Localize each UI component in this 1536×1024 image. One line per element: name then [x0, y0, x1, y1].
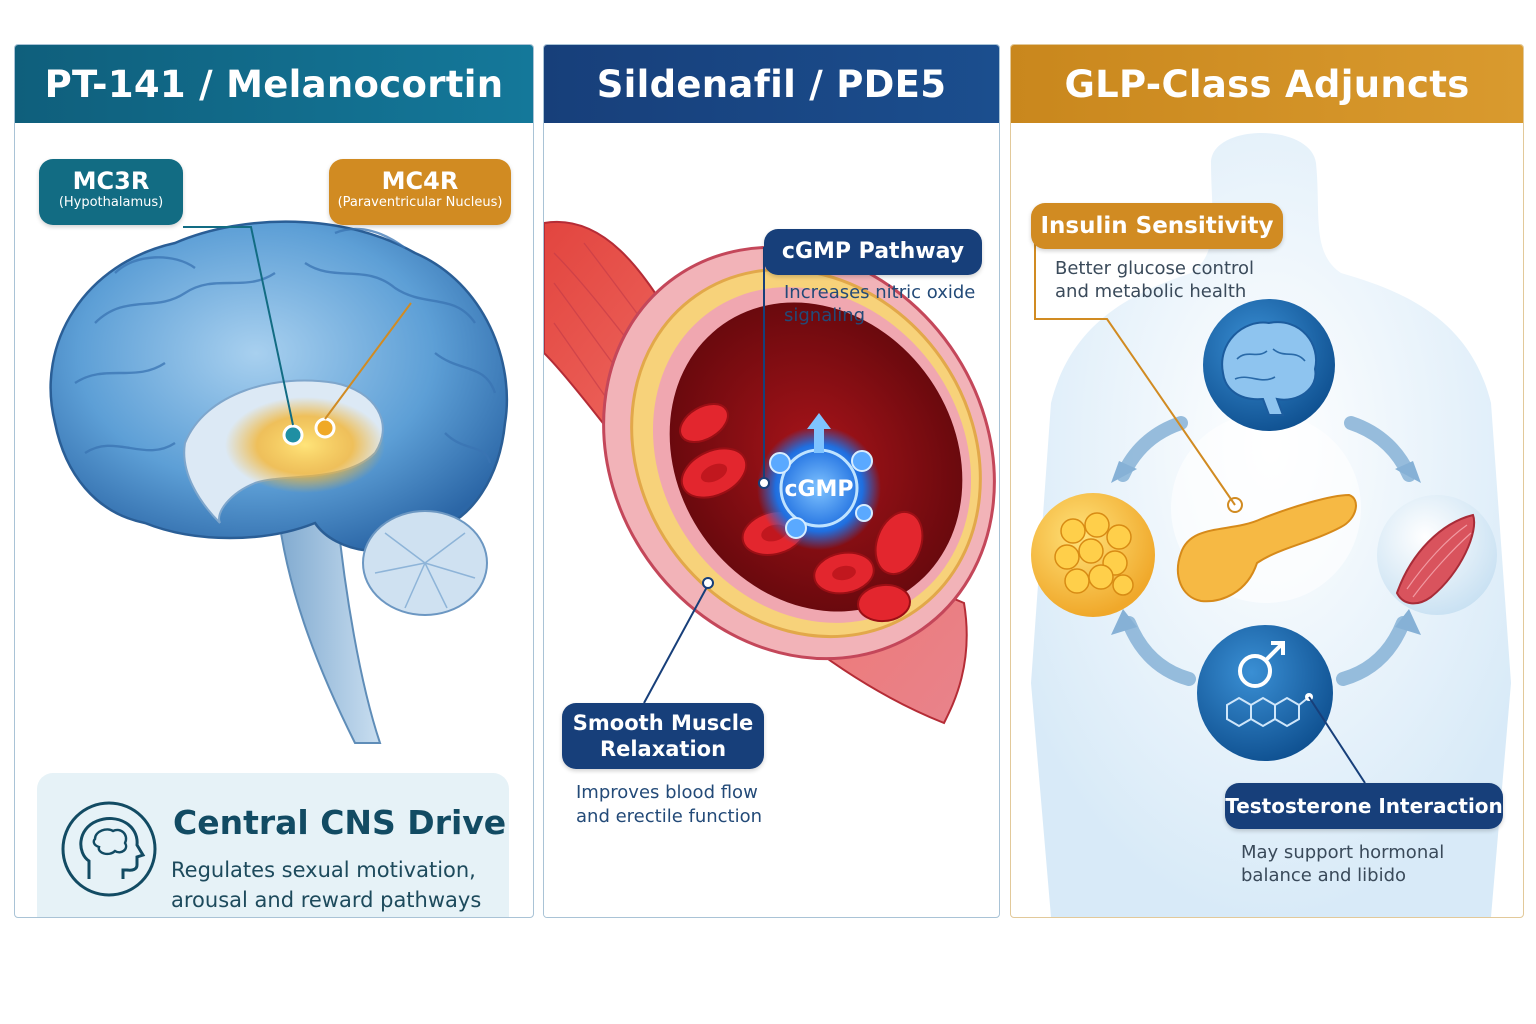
callout-label: Insulin Sensitivity — [1040, 213, 1274, 239]
card-description: Regulates sexual motivation, arousal and… — [171, 858, 482, 912]
brain-illustration — [49, 220, 509, 744]
card-title: Central CNS Drive — [173, 803, 507, 842]
panel-title: GLP-Class Adjuncts — [1011, 45, 1523, 123]
panel-body: Insulin Sensitivity Better glucose contr… — [1011, 123, 1523, 917]
callout-description: Increases nitric oxide signaling — [784, 282, 976, 326]
mc4r-callout: MC4R (Paraventricular Nucleus) — [329, 159, 511, 225]
cgmp-molecule-label: cGMP — [784, 477, 853, 502]
cgmp-pathway-callout: cGMP Pathway — [764, 229, 982, 275]
blood-vessel-illustration: cGMP — [544, 216, 996, 917]
mc3r-callout: MC3R (Hypothalamus) — [39, 159, 183, 225]
panel-melanocortin: PT-141 / Melanocortin — [14, 44, 534, 918]
male-symbol-icon — [1238, 641, 1285, 688]
smooth-muscle-callout: Smooth Muscle Relaxation — [562, 703, 764, 769]
panel-glp: GLP-Class Adjuncts — [1010, 44, 1524, 918]
callout-label: MC3R — [72, 167, 150, 195]
panel-body: cGMP cGMP Pathway Increases nitric oxide… — [544, 123, 999, 917]
testosterone-callout: Testosterone Interaction — [1225, 783, 1503, 829]
callout-sublabel: (Paraventricular Nucleus) — [337, 195, 503, 210]
callout-sublabel: (Hypothalamus) — [58, 195, 164, 210]
callout-label: Smooth Muscle Relaxation — [572, 711, 754, 761]
callout-label: Testosterone Interaction — [1225, 794, 1503, 818]
callout-description: Better glucose control and metabolic hea… — [1055, 258, 1255, 302]
panel-title: Sildenafil / PDE5 — [544, 45, 999, 123]
panel-body: MC3R (Hypothalamus) MC4R (Paraventricula… — [15, 123, 533, 917]
metabolic-cycle-illustration — [1031, 133, 1511, 917]
panel-title: PT-141 / Melanocortin — [15, 45, 533, 123]
cns-drive-card: Central CNS Drive Regulates sexual motiv… — [37, 773, 509, 917]
brain-head-icon — [61, 801, 157, 897]
panel-pde5: Sildenafil / PDE5 — [543, 44, 1000, 918]
callout-description: Improves blood flow and erectile functio… — [576, 782, 763, 827]
callout-label: cGMP Pathway — [781, 239, 965, 264]
callout-label: MC4R — [381, 167, 459, 195]
insulin-sensitivity-callout: Insulin Sensitivity — [1031, 203, 1283, 249]
callout-description: May support hormonal balance and libido — [1241, 842, 1445, 886]
